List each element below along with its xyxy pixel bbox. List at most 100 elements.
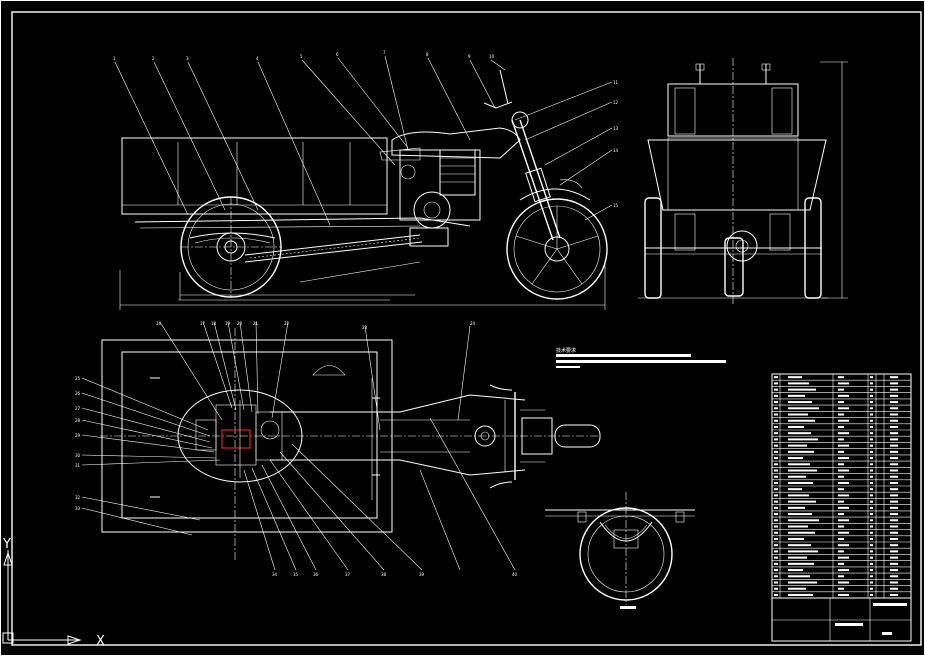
parts-row-text <box>838 593 849 596</box>
parts-row-text <box>788 376 802 379</box>
parts-row-text <box>870 544 873 547</box>
parts-row-text <box>870 394 873 397</box>
parts-row-text <box>870 444 873 447</box>
svg-text:36: 36 <box>313 572 319 577</box>
parts-row-text <box>838 519 849 522</box>
parts-row-text <box>838 407 849 410</box>
parts-row-text <box>774 463 778 466</box>
svg-text:15: 15 <box>613 203 619 208</box>
svg-text:34: 34 <box>272 572 278 577</box>
parts-row-text <box>774 401 778 404</box>
parts-row-text <box>788 438 818 441</box>
parts-row-text <box>870 401 873 404</box>
parts-row-text <box>890 394 898 397</box>
parts-row-text <box>870 419 873 422</box>
parts-row-text <box>870 593 873 596</box>
front-fork <box>483 69 561 241</box>
parts-row-text <box>890 494 898 497</box>
parts-row-text <box>890 519 898 522</box>
side-view: 1 2 3 4 5 6 7 8 9 10 11 12 13 14 15 <box>113 50 619 310</box>
svg-text:19: 19 <box>225 321 231 326</box>
svg-text:1: 1 <box>113 56 116 61</box>
parts-row-text <box>774 519 778 522</box>
svg-text:31: 31 <box>75 463 81 468</box>
svg-text:10: 10 <box>489 54 495 59</box>
parts-row-text <box>838 581 849 584</box>
parts-row-text <box>838 438 844 441</box>
parts-row-text <box>838 550 844 553</box>
parts-row-text <box>838 500 844 503</box>
parts-row-text <box>788 494 809 497</box>
parts-row-text <box>838 475 844 478</box>
svg-text:5: 5 <box>300 54 303 59</box>
svg-text:8: 8 <box>426 52 429 57</box>
title-block <box>771 373 912 642</box>
handlebar-plan <box>489 384 601 489</box>
parts-row-text <box>838 376 844 379</box>
parts-row-text <box>774 488 778 491</box>
parts-row-text <box>774 419 778 422</box>
parts-row-text <box>870 413 873 416</box>
parts-row-text <box>838 556 849 559</box>
parts-row-text <box>890 506 898 509</box>
front-wheel-rear <box>724 237 744 297</box>
tech-requirements: 技术要求 <box>556 347 726 368</box>
parts-row-text <box>890 425 898 428</box>
parts-row-text <box>788 407 819 410</box>
parts-row-text <box>774 457 778 460</box>
parts-row-text <box>788 556 807 559</box>
parts-row-text <box>890 450 898 453</box>
parts-row-text <box>788 481 813 484</box>
cargo-box-side <box>121 137 388 215</box>
parts-row-text <box>774 506 778 509</box>
parts-row-text <box>838 413 844 416</box>
parts-row-text <box>870 438 873 441</box>
tech-req-heading: 技术要求 <box>556 347 576 354</box>
parts-row-text <box>774 494 778 497</box>
svg-text:35: 35 <box>293 572 299 577</box>
differential-plan <box>195 400 283 478</box>
parts-row-text <box>788 544 811 547</box>
parts-row-text <box>890 575 898 578</box>
svg-text:23: 23 <box>362 325 368 330</box>
parts-row-text <box>788 525 808 528</box>
parts-row-text <box>838 469 849 472</box>
parts-row-text <box>788 469 817 472</box>
parts-row-text <box>838 432 849 435</box>
parts-row-text <box>890 481 898 484</box>
parts-row-text <box>788 581 817 584</box>
svg-text:16: 16 <box>156 321 162 326</box>
svg-text:2: 2 <box>152 56 155 61</box>
parts-row-text <box>788 513 812 516</box>
svg-text:11: 11 <box>613 80 619 85</box>
parts-row-text <box>788 587 806 590</box>
svg-text:40: 40 <box>512 572 518 577</box>
parts-row-text <box>890 444 898 447</box>
parts-row-text <box>838 562 844 565</box>
svg-text:24: 24 <box>470 321 476 326</box>
parts-row-text <box>890 537 898 540</box>
parts-row-text <box>870 494 873 497</box>
parts-row-text <box>788 425 804 428</box>
parts-row-text <box>890 544 898 547</box>
parts-row-text <box>774 438 778 441</box>
svg-text:21: 21 <box>253 321 259 326</box>
parts-row-text <box>774 475 778 478</box>
rear-axle-housing <box>177 389 303 483</box>
svg-text:17: 17 <box>200 321 206 326</box>
parts-row-text <box>788 537 804 540</box>
parts-row-text <box>870 500 873 503</box>
parts-row-text <box>774 469 778 472</box>
parts-row-text <box>774 450 778 453</box>
parts-list-rows <box>772 376 911 596</box>
parts-row-text <box>774 556 778 559</box>
parts-row-text <box>774 537 778 540</box>
parts-row-text <box>774 413 778 416</box>
parts-row-text <box>788 419 815 422</box>
parts-row-text <box>788 463 810 466</box>
parts-row-text <box>838 463 844 466</box>
axle-detail-view <box>545 492 695 609</box>
parts-row-text <box>838 525 844 528</box>
parts-row-text <box>870 488 873 491</box>
parts-row-text <box>870 407 873 410</box>
